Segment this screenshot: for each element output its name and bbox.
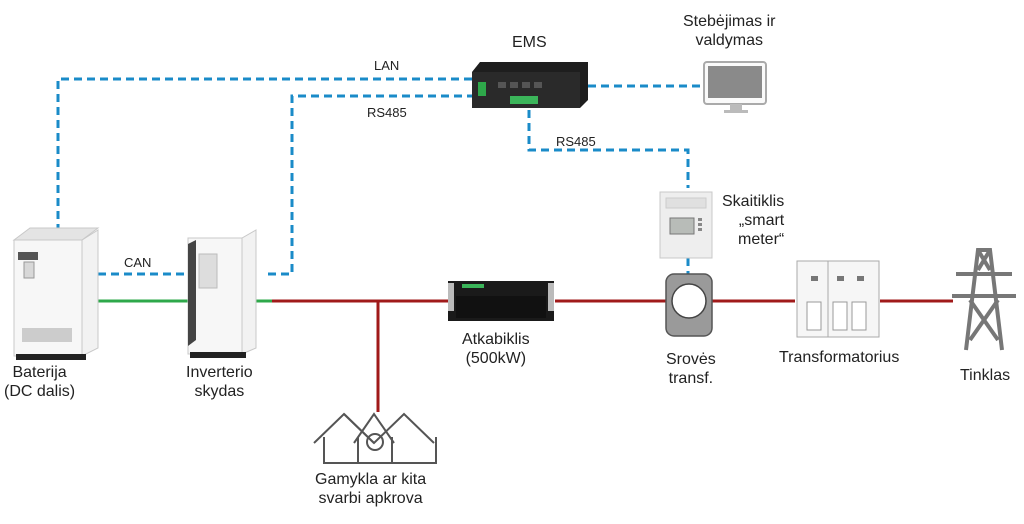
battery-label: Baterija (DC dalis): [4, 364, 76, 400]
load-houses-icon: [313, 412, 437, 464]
rs485-inverter-line: [268, 94, 472, 276]
ems-label: EMS: [512, 34, 547, 51]
grid-label: Tinklas: [960, 367, 1011, 384]
grid-tower-icon: [952, 248, 1016, 351]
ct-label: Srovės transf.: [666, 351, 716, 387]
current-transformer-icon: [665, 273, 713, 337]
monitor-icon: [703, 61, 767, 113]
battery-cabinet-icon: [12, 227, 100, 360]
can-label: CAN: [124, 255, 152, 270]
monitor-label: Stebėjimas ir valdymas: [683, 13, 776, 49]
rs485-meter-line: [527, 110, 690, 188]
load-label: Gamykla ar kita svarbi apkrova: [315, 471, 427, 507]
ems-device-icon: [472, 62, 588, 108]
transformer-icon: [796, 260, 880, 338]
rs485-meter-label: RS485: [556, 134, 596, 149]
inverter-cabinet-icon: [187, 229, 257, 358]
smart-meter-icon: [659, 191, 713, 259]
rs485-inverter-label: RS485: [367, 105, 407, 120]
disconnector-icon: [448, 281, 554, 321]
disconnector-label: Atkabiklis (500kW): [462, 331, 530, 367]
lan-label: LAN: [374, 58, 400, 73]
inverter-label: Inverterio skydas: [186, 364, 253, 400]
meter-label: Skaitiklis „smart meter“: [722, 193, 785, 248]
lan-line: [56, 77, 472, 232]
transformer-label: Transformatorius: [779, 349, 900, 366]
